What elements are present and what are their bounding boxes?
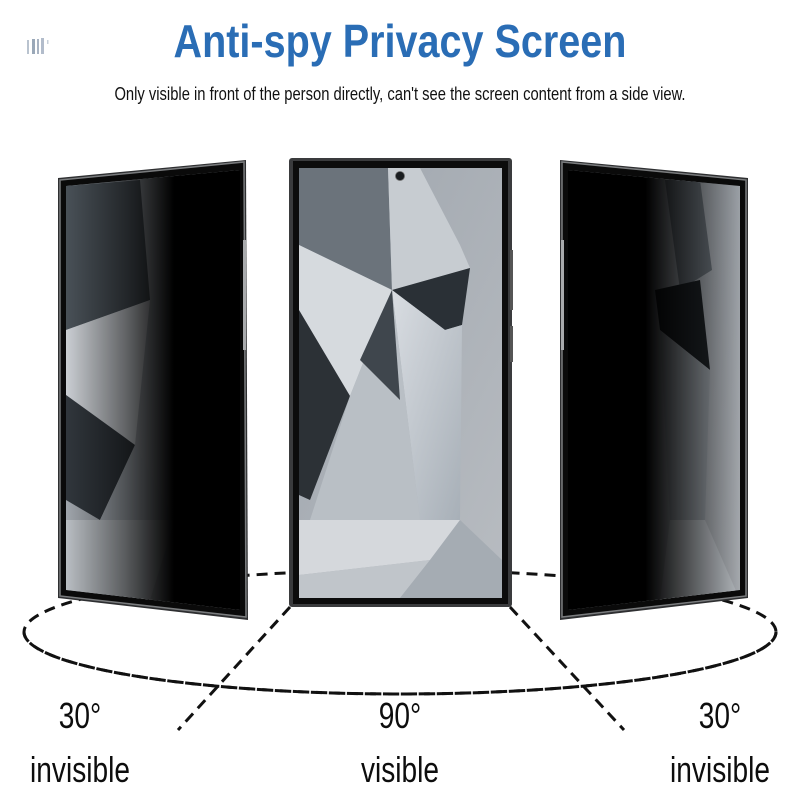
- logo-icon: [27, 38, 49, 54]
- page-title: Anti-spy Privacy Screen: [173, 15, 627, 67]
- angle-label-right: 30° invisible: [665, 698, 774, 788]
- page-subtitle: Only visible in front of the person dire…: [114, 84, 686, 104]
- front-camera-icon: [395, 171, 405, 181]
- angle-status: invisible: [30, 749, 130, 790]
- angle-value: 90°: [378, 695, 422, 736]
- angle-label-center: 90° visible: [345, 698, 454, 788]
- right-view-line: [508, 605, 626, 732]
- phone-center: [289, 158, 513, 607]
- brand-logo-mark: [26, 36, 56, 58]
- angle-status: visible: [360, 749, 440, 790]
- angle-label-left: 30° invisible: [25, 698, 134, 788]
- angle-value: 30°: [698, 695, 742, 736]
- angle-status: invisible: [670, 749, 770, 790]
- angle-value: 30°: [58, 695, 102, 736]
- phone-right: [560, 160, 748, 620]
- left-view-line: [176, 605, 292, 732]
- phone-left: [58, 160, 248, 620]
